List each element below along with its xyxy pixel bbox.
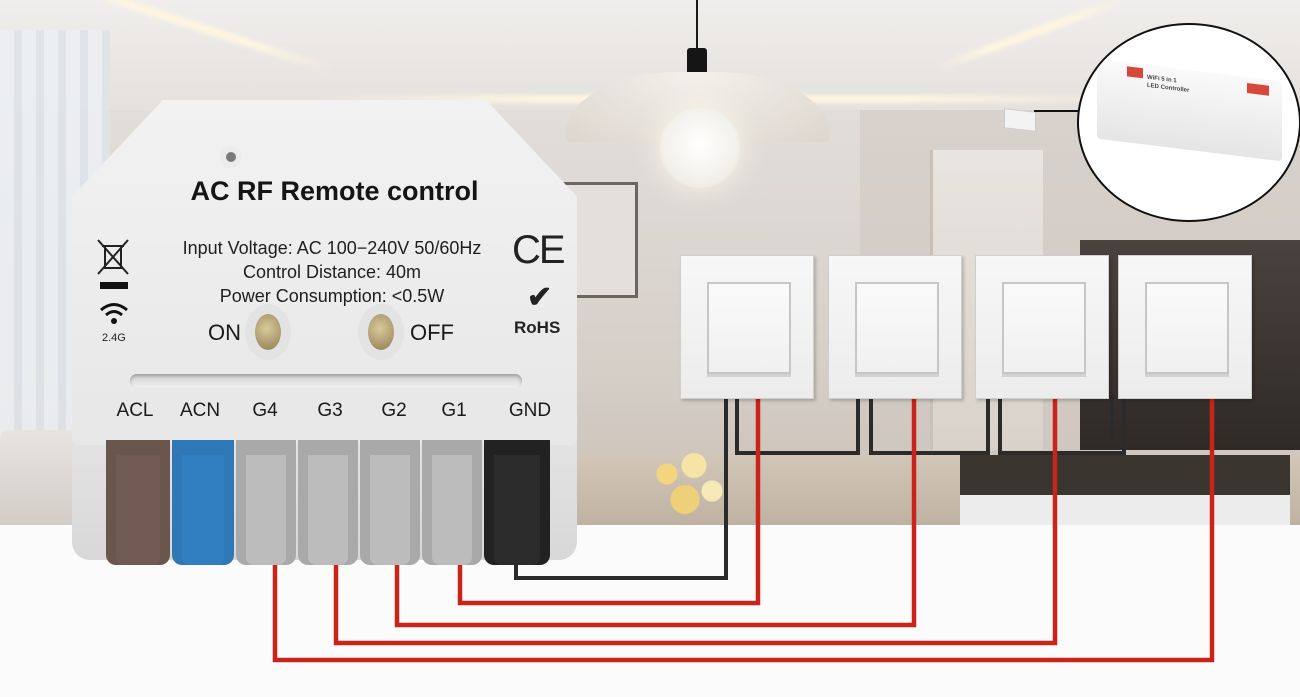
on-label: ON — [208, 320, 241, 345]
terminal-label-acl: ACL — [116, 400, 154, 421]
wifi-icon — [98, 300, 130, 331]
switch-rocker[interactable] — [855, 282, 939, 374]
ground-wire-to-switch-1 — [514, 395, 728, 580]
wall-switch-3[interactable] — [975, 255, 1109, 399]
signal-wire-g3-switch-3 — [333, 395, 1058, 646]
spec-power-consumption: Power Consumption: <0.5W — [219, 286, 445, 306]
terminal-lever-acn[interactable] — [172, 440, 234, 565]
terminal-label-acn: ACN — [179, 400, 221, 421]
terminal-label-g2: G2 — [381, 400, 407, 421]
tv-console — [960, 455, 1290, 495]
wall-switch-4[interactable] — [1118, 255, 1252, 399]
wall-switch-1[interactable] — [680, 255, 814, 399]
status-led — [226, 152, 236, 162]
terminal-red-lever — [1127, 66, 1143, 79]
terminal-lever-acl[interactable] — [106, 440, 170, 565]
rf-controller-module: AC RF Remote control Input Voltage: AC 1… — [72, 100, 577, 570]
led-controller-inset: WiFi 5 in 1 LED Controller — [1077, 23, 1300, 222]
light-bulb — [660, 108, 740, 188]
terminal-label-gnd: GND — [508, 400, 552, 421]
terminal-lever-g2[interactable] — [360, 440, 420, 565]
ground-bus — [869, 395, 990, 455]
ground-wires — [514, 395, 1126, 580]
callout-leader-line — [1034, 110, 1078, 112]
mini-led-controller — [1004, 108, 1036, 132]
signal-wires — [272, 395, 1215, 663]
ground-bus — [735, 395, 860, 455]
signal-wire-g2-switch-2 — [394, 395, 917, 628]
terminal-label-g3: G3 — [317, 400, 343, 421]
terminal-red-lever — [1247, 83, 1269, 96]
wall-switch-2[interactable] — [828, 255, 962, 399]
module-title: AC RF Remote control — [190, 176, 479, 206]
off-label: OFF — [410, 320, 454, 345]
switch-rocker[interactable] — [1145, 282, 1229, 374]
wireless-frequency-label: 2.4G — [102, 332, 126, 344]
spec-input-voltage: Input Voltage: AC 100−240V 50/60Hz — [182, 238, 482, 258]
checkmark-icon: ✔ — [527, 281, 553, 314]
switch-rocker[interactable] — [707, 282, 791, 374]
tv-console-front — [960, 495, 1290, 525]
terminal-label-g4: G4 — [252, 400, 278, 421]
terminal-lever-g3[interactable] — [298, 440, 358, 565]
inset-device-subtitle: LED Controller — [1147, 82, 1190, 94]
spec-control-distance: Control Distance: 40m — [242, 262, 422, 282]
rohs-label: RoHS — [514, 318, 561, 337]
wire-release-slot — [130, 374, 522, 388]
signal-wire-g1-switch-1 — [457, 395, 761, 606]
terminal-label-g1: G1 — [441, 400, 467, 421]
off-button[interactable] — [368, 314, 394, 350]
switch-rocker[interactable] — [1002, 282, 1086, 374]
pendant-cord — [696, 0, 698, 52]
pendant-socket — [687, 48, 707, 78]
ground-bus — [998, 395, 1126, 455]
wifi-led-controller: WiFi 5 in 1 LED Controller — [1097, 58, 1282, 162]
flowers — [640, 440, 730, 525]
on-button[interactable] — [255, 314, 281, 350]
weee-bar-icon — [100, 282, 128, 289]
terminal-lever-gnd[interactable] — [484, 440, 550, 565]
signal-wire-g4-switch-4 — [272, 395, 1215, 663]
terminal-lever-g4[interactable] — [236, 440, 296, 565]
ce-mark-icon: CE — [512, 228, 566, 272]
terminal-lever-g1[interactable] — [422, 440, 482, 565]
weee-bin-icon — [96, 238, 130, 283]
